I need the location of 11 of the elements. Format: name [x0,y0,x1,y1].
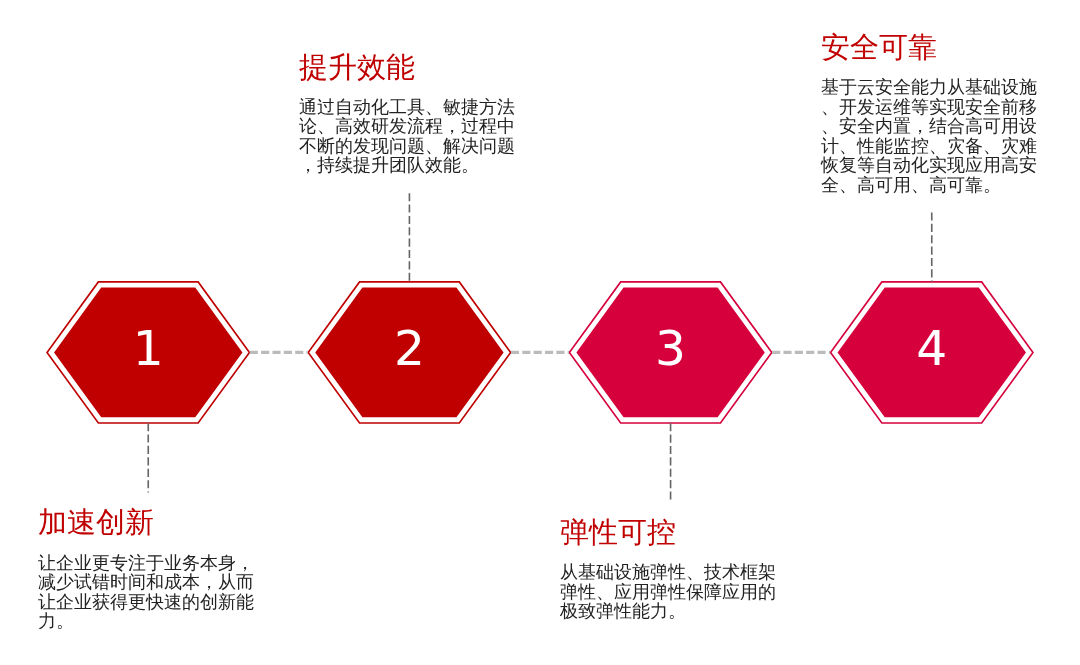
node-text: 加速创新 让企业更专注于业务本身，减少试错时间和成本，从而让企业获得更快速的创新能力。 [37,504,254,631]
connector [147,421,150,493]
connector [669,421,672,503]
node-text: 弹性可控 从基础设施弹性、技术框架弹性、应用弹性保障应用的极致弹性能力。 [560,514,777,621]
connector [930,211,933,283]
node-text: 安全可靠 基于云安全能力从基础设施、开发运维等实现安全前移、安全内置，结合高可用设计、性能监控、灾备、灾难恢复等自动化实现应用高安全、高可用、高可靠。 [821,29,1038,195]
node-text: 提升效能 通过自动化工具、敏捷方法论、高效研发流程，过程中不断的发现问题、解决问题，持续提升团队效能。 [299,49,516,175]
connector [249,350,308,354]
connector [772,350,831,354]
connector [510,350,569,354]
connector [408,191,411,283]
